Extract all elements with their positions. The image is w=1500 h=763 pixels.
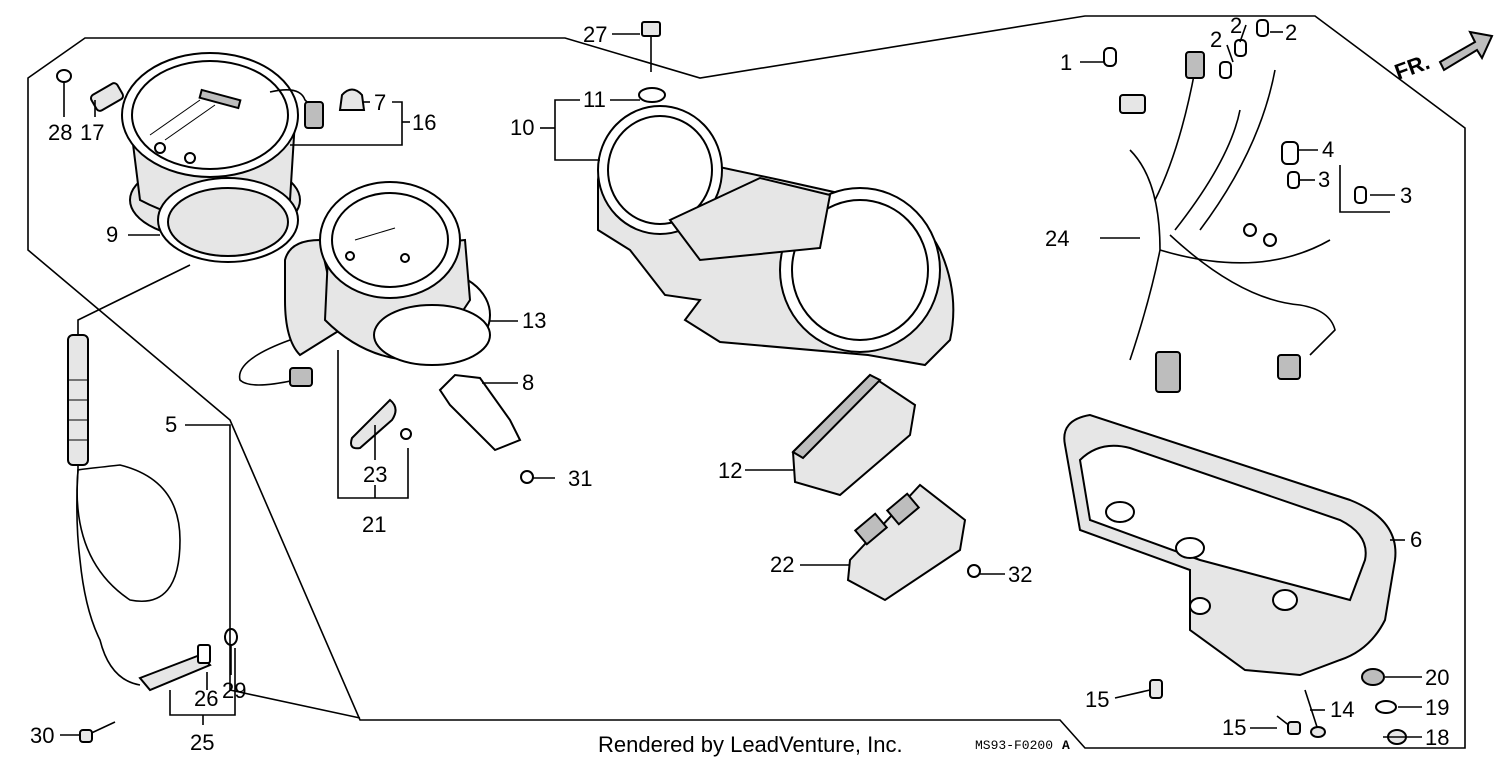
indicator-bracket (438, 373, 522, 452)
bolt-27 (641, 21, 661, 72)
callout-3a: 3 (1318, 167, 1330, 192)
bulbs-2 (1219, 19, 1269, 79)
callout-5: 5 (165, 412, 177, 437)
screw-tachometer (400, 428, 412, 440)
front-direction-arrow-icon (1438, 30, 1494, 72)
meter-panel (597, 105, 955, 367)
callout-8: 8 (522, 370, 534, 395)
callout-13: 13 (522, 308, 546, 333)
callout-25: 25 (190, 730, 214, 755)
bulb-cover-4 (1281, 141, 1299, 165)
callout-28: 28 (48, 120, 72, 145)
diagram-code-suffix: A (1062, 738, 1070, 753)
callout-32: 32 (1008, 562, 1032, 587)
direction-label: FR. (1391, 49, 1433, 85)
assembly-boundary (27, 15, 1466, 749)
callout-19: 19 (1425, 695, 1449, 720)
indicator-unit (791, 373, 917, 497)
callout-14: 14 (1330, 697, 1354, 722)
leader-lines (60, 24, 1422, 738)
callout-23: 23 (363, 462, 387, 487)
callout-1: 1 (1060, 50, 1072, 75)
callout-29: 29 (222, 678, 246, 703)
diagram-code: MS93-F0200 (975, 738, 1053, 753)
callout-10: 10 (510, 115, 534, 140)
callout-11: 11 (583, 87, 606, 112)
rubber-cap (338, 88, 366, 111)
callout-15b: 15 (1222, 715, 1246, 740)
callout-17: 17 (80, 120, 104, 145)
callout-21: 21 (362, 512, 386, 537)
screw-31 (520, 470, 534, 484)
callout-2a: 2 (1210, 27, 1222, 52)
callout-26: 26 (194, 686, 218, 711)
callout-18: 18 (1425, 725, 1449, 750)
callout-12: 12 (718, 458, 742, 483)
grommet-20 (1361, 668, 1385, 686)
callout-7: 7 (374, 90, 386, 115)
callout-20: 20 (1425, 665, 1449, 690)
callout-22: 22 (770, 552, 794, 577)
meter-lower-case (1063, 413, 1397, 677)
cable-joint (138, 644, 212, 692)
screw-15-upper (1149, 679, 1163, 699)
callout-9: 9 (106, 222, 118, 247)
wire-harness (1119, 51, 1336, 393)
screw-32 (967, 564, 981, 578)
bulb-1 (1103, 47, 1117, 67)
holder-plate (350, 398, 397, 450)
screw-30 (79, 721, 116, 743)
speedometer-ring (157, 177, 299, 263)
callout-15a: 15 (1085, 687, 1109, 712)
callout-3b: 3 (1400, 183, 1412, 208)
bolt-14 (1304, 689, 1326, 738)
footer-credit: Rendered by LeadVenture, Inc. (598, 732, 903, 757)
callout-labels: 1 2 2 2 3 3 4 5 6 7 8 9 10 11 12 13 14 1… (30, 13, 1449, 755)
callout-31: 31 (568, 466, 592, 491)
callout-30: 30 (30, 723, 54, 748)
callout-2c: 2 (1285, 20, 1297, 45)
washer-29 (224, 628, 238, 646)
adjuster-knob (56, 69, 125, 112)
speedometer-cable (67, 334, 181, 686)
screw-15-lower (1276, 715, 1301, 735)
switch-unit (846, 483, 967, 602)
callout-27: 27 (583, 22, 607, 47)
tachometer-ring (373, 304, 491, 366)
callout-6: 6 (1410, 527, 1422, 552)
bulbs-3 (1287, 171, 1367, 204)
callout-16: 16 (412, 110, 436, 135)
callout-24: 24 (1045, 226, 1069, 251)
callout-2b: 2 (1230, 13, 1242, 38)
callout-4: 4 (1322, 137, 1334, 162)
collar-19 (1375, 700, 1397, 714)
washer-11 (638, 87, 666, 103)
